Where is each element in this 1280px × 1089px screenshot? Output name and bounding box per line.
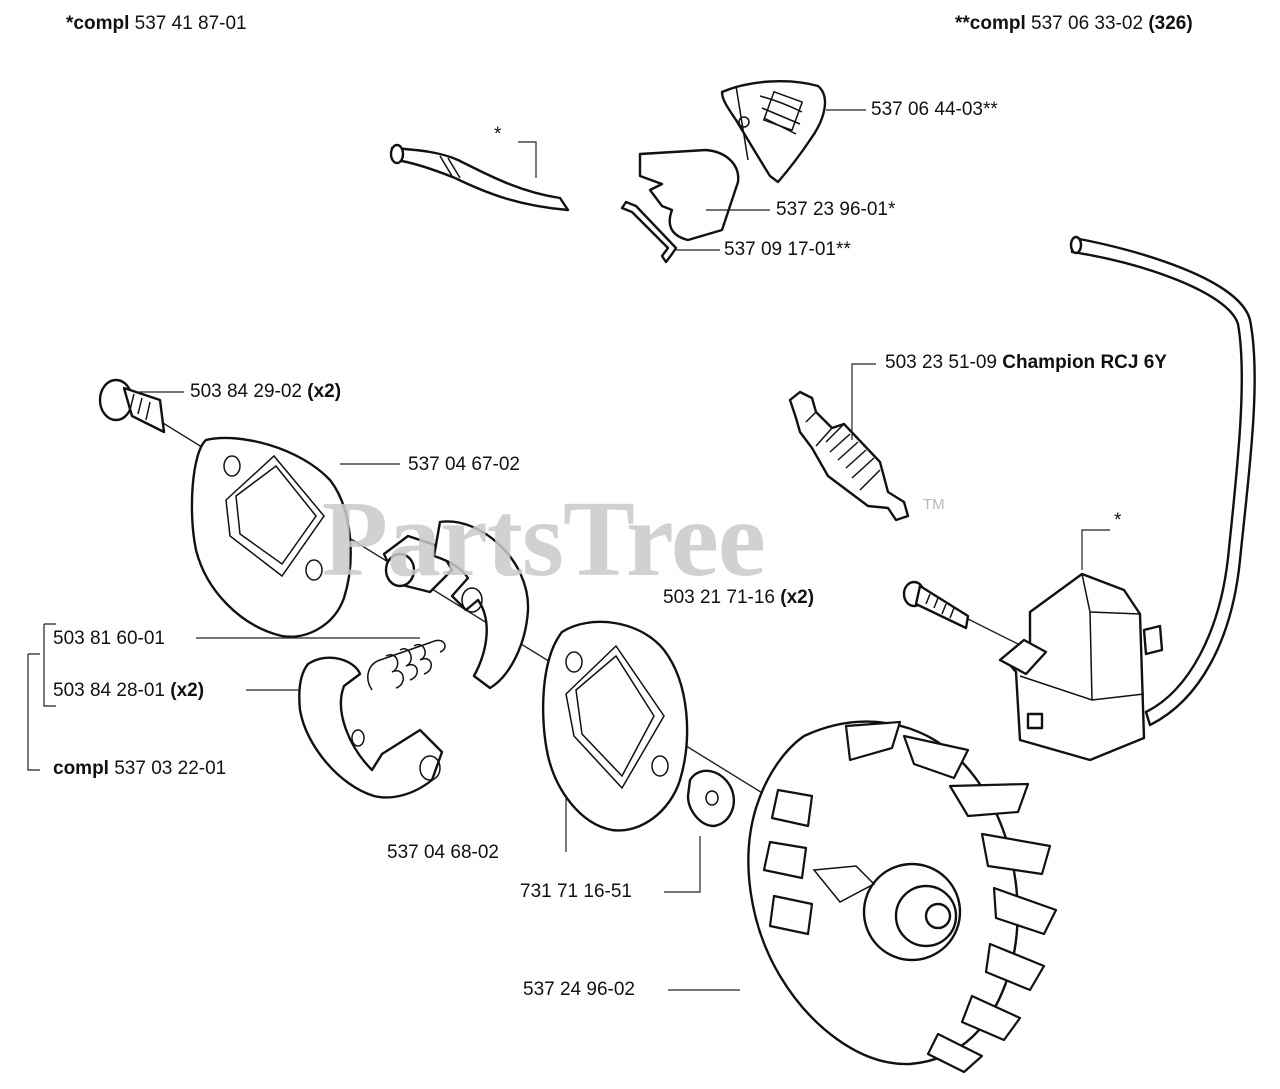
ignition-screw-number: 503 21 71-16	[663, 587, 775, 608]
clutch-assembly-label: compl 537 03 22-01	[53, 758, 226, 780]
spark-plug	[788, 390, 910, 522]
hose-leader	[518, 141, 537, 178]
clutch-assembly-outer-bracket	[27, 653, 40, 771]
clutch-shoe-upper	[432, 520, 530, 690]
spring-label: 503 81 60-01	[53, 628, 165, 649]
shoe-label: 503 84 28-01 (x2)	[53, 680, 204, 702]
heat-shield-label: 537 23 96-01*	[776, 199, 896, 220]
header-right-prefix: **compl	[955, 13, 1026, 34]
shoe-qty: (x2)	[170, 680, 205, 701]
header-right-label: **compl 537 06 33-02 (326)	[955, 13, 1193, 35]
flywheel	[747, 720, 1058, 1074]
clutch-screw-number: 503 84 29-02	[190, 381, 302, 402]
ignition-cable	[1069, 235, 1256, 727]
ignition-screw-qty: (x2)	[780, 587, 815, 608]
ignition-marker-label: *	[1114, 510, 1122, 531]
flywheel-label: 537 24 96-02	[523, 979, 635, 1000]
ignition-module-leader	[1081, 529, 1110, 570]
spark-plug-leader	[851, 363, 876, 440]
trademark-symbol: TM	[923, 496, 945, 513]
washer-label: 731 71 16-51	[520, 881, 632, 902]
spark-plug-number: 503 23 51-09	[885, 352, 997, 373]
spark-plug-name: Champion RCJ 6Y	[1002, 352, 1167, 373]
parts-tree-watermark: PartsTree	[322, 480, 766, 599]
spark-plug-label: 503 23 51-09 Champion RCJ 6Y	[885, 352, 1167, 374]
hose-marker-label: *	[494, 124, 502, 145]
heat-shield	[638, 148, 740, 242]
header-right-number: 537 06 33-02	[1031, 13, 1144, 34]
shoe-number: 503 84 28-01	[53, 680, 165, 701]
clutch-screw	[98, 378, 166, 434]
cover-plate-label: 537 04 67-02	[408, 454, 520, 475]
pin-label: 537 09 17-01**	[724, 239, 851, 260]
header-left-label: *compl 537 41 87-01	[66, 13, 247, 35]
ignition-screw	[902, 580, 970, 630]
washer	[686, 769, 735, 828]
pin	[620, 200, 678, 264]
clutch-assembly-bracket	[43, 623, 56, 707]
header-left-prefix: *compl	[66, 13, 130, 34]
clutch-screw-qty: (x2)	[307, 381, 342, 402]
header-right-suffix: (326)	[1148, 13, 1193, 34]
fuel-hose	[389, 143, 570, 212]
header-left-number: 537 41 87-01	[134, 13, 247, 34]
clutch-screw-label: 503 84 29-02 (x2)	[190, 381, 341, 403]
drive-plate	[541, 620, 689, 832]
clutch-assembly-prefix: compl	[53, 758, 109, 779]
ignition-screw-label: 503 21 71-16 (x2)	[663, 587, 814, 609]
clutch-shoe-lower	[298, 656, 444, 799]
shield-cover	[720, 80, 827, 184]
shield-cover-label: 537 06 44-03**	[871, 99, 998, 120]
ignition-module	[998, 572, 1164, 762]
clutch-assembly-number: 537 03 22-01	[114, 758, 227, 779]
cover-plate	[190, 436, 352, 638]
clutch-spring	[367, 639, 446, 691]
washer-leader	[664, 836, 701, 893]
drive-plate-label: 537 04 68-02	[387, 842, 499, 863]
